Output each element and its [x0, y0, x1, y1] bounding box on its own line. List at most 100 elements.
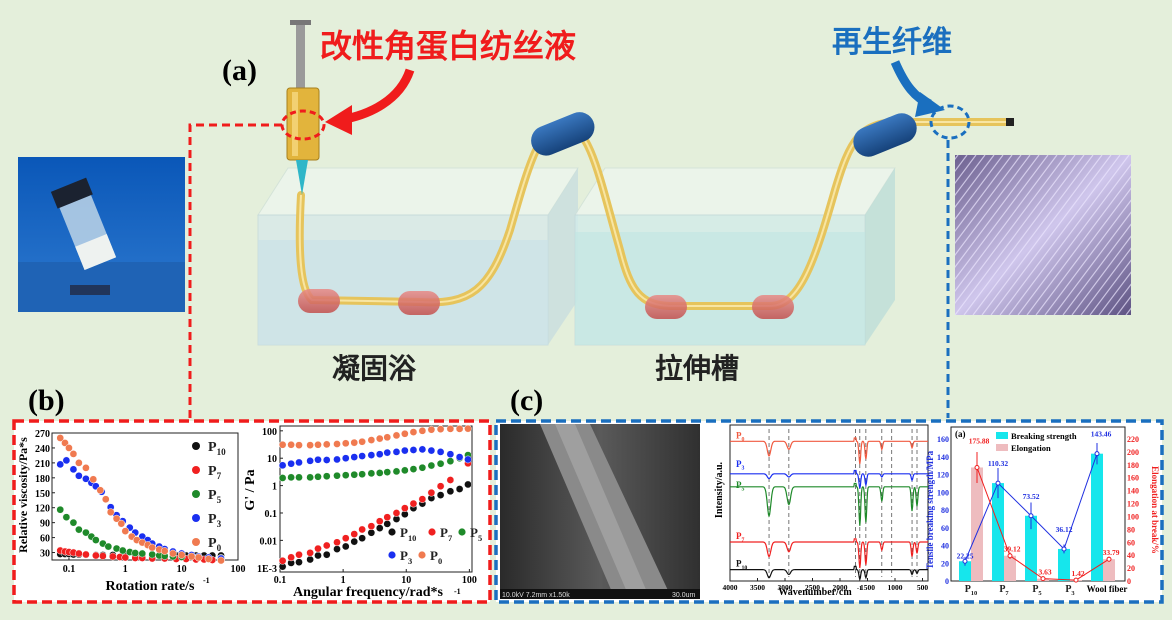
data-point-P5	[148, 550, 157, 559]
elongation-value-label: 175.88	[969, 436, 990, 445]
data-point-P0	[204, 555, 213, 563]
elongation-point	[974, 464, 980, 470]
strength-point	[962, 558, 968, 564]
data-point-P5	[131, 549, 140, 557]
y-right-tick-label: 220	[1127, 435, 1139, 444]
spectrum-P10	[730, 565, 928, 582]
legend-label: P5	[208, 488, 222, 505]
x-axis-label: Wavenumber/cm	[778, 587, 852, 598]
fiber-strand	[990, 155, 1112, 315]
data-point-P7	[306, 549, 314, 557]
blue-arrow-head-icon	[915, 92, 945, 117]
spectrum-P5	[730, 482, 928, 526]
fiber-strand	[1008, 155, 1130, 315]
sem-image: 10.0kV 7.2mm x1.50k 30.0um	[500, 424, 700, 599]
data-point-P7	[418, 495, 427, 503]
data-point-P5	[341, 471, 350, 480]
bar-breaking-strength	[1025, 515, 1037, 581]
data-point-P3	[306, 457, 314, 465]
x-tick-label: 2500	[805, 583, 820, 592]
fiber-strand	[955, 155, 1049, 281]
data-point-P5	[383, 468, 392, 476]
data-point-P7	[446, 476, 455, 484]
legend-marker	[192, 514, 200, 522]
data-point-P0	[427, 425, 436, 434]
solution-highlight	[280, 109, 326, 141]
red-arrow-head-icon	[325, 105, 352, 135]
data-point-P10	[375, 524, 384, 532]
x-tick-label: 4000	[723, 583, 738, 592]
x-axis-label-sup: -1	[203, 576, 210, 585]
legend-label: P0	[430, 548, 442, 566]
fiber-strand	[1044, 199, 1131, 315]
bar-elongation	[971, 467, 983, 581]
elongation-point	[1007, 553, 1013, 559]
data-point-P7	[392, 509, 401, 517]
panel-c-label: (c)	[510, 384, 543, 417]
x-tick-label: 3500	[750, 583, 765, 592]
legend-marker	[458, 528, 466, 536]
x-tick-label: 500	[917, 583, 929, 592]
data-point-P7	[75, 549, 83, 558]
y-tick-label: 0.1	[265, 509, 278, 520]
data-point-P3	[375, 450, 384, 459]
y-right-tick-label: 60	[1127, 538, 1135, 547]
data-point-P10	[306, 555, 314, 564]
y-tick-label: 120	[937, 471, 949, 480]
data-point-P0	[148, 543, 157, 552]
data-point-P0	[295, 441, 303, 449]
y-right-tick-label: 40	[1127, 551, 1135, 560]
y-tick-label: 60	[941, 524, 949, 533]
data-point-P5	[350, 470, 359, 479]
fiber-strand	[955, 155, 1031, 257]
data-point-P0	[464, 424, 472, 433]
data-point-P0	[322, 440, 331, 449]
drawing-bath-tank	[574, 167, 896, 346]
coagulation-bath-tank	[257, 167, 579, 346]
data-point-P10	[367, 528, 376, 537]
legend-marker	[388, 528, 396, 536]
y-tick-label: 270	[35, 429, 50, 440]
fiber-strand	[955, 155, 1067, 305]
y-tick-label: 240	[35, 444, 50, 455]
fiber-strand	[1053, 211, 1131, 315]
data-point-P7	[121, 553, 130, 562]
strength-value-label: 143.46	[1091, 430, 1112, 439]
data-point-P0	[436, 425, 445, 434]
data-point-P5	[82, 528, 90, 537]
data-point-P5	[69, 518, 78, 527]
strength-point	[995, 480, 1001, 486]
panel-a: (a)	[18, 20, 1131, 418]
strength-value-label: 73.52	[1023, 492, 1040, 501]
data-point-P3	[56, 460, 65, 469]
data-point-P0	[383, 433, 392, 442]
data-point-P10	[333, 545, 341, 553]
y-right-tick-label: 120	[1127, 500, 1139, 509]
y-tick-label: 60	[40, 534, 50, 545]
data-point-P0	[306, 441, 314, 449]
legend-label: P7	[440, 525, 453, 543]
data-point-P5	[401, 466, 409, 475]
data-point-P5	[392, 467, 401, 476]
data-point-P10	[436, 491, 445, 499]
data-point-P0	[409, 428, 418, 436]
y-tick-label: 210	[35, 459, 50, 470]
legend-marker	[388, 551, 396, 559]
x-axis-label: Rotation rate/s	[105, 579, 195, 594]
fiber-strand	[955, 155, 995, 209]
fiber-strand	[1071, 235, 1131, 315]
data-point-P0	[69, 450, 78, 458]
data-point-P3	[278, 461, 287, 470]
data-point-P5	[427, 461, 436, 470]
data-point-P5	[138, 549, 147, 558]
fiber-strand	[955, 155, 977, 185]
red-connector-line	[188, 123, 285, 418]
spectrum-label: P10	[736, 559, 747, 572]
y-tick-label: 1	[272, 482, 277, 493]
spectrum-P0	[730, 437, 928, 465]
x-category-label: Wool fiber	[1087, 584, 1128, 594]
data-point-P0	[446, 425, 455, 433]
data-point-P7	[341, 534, 350, 543]
